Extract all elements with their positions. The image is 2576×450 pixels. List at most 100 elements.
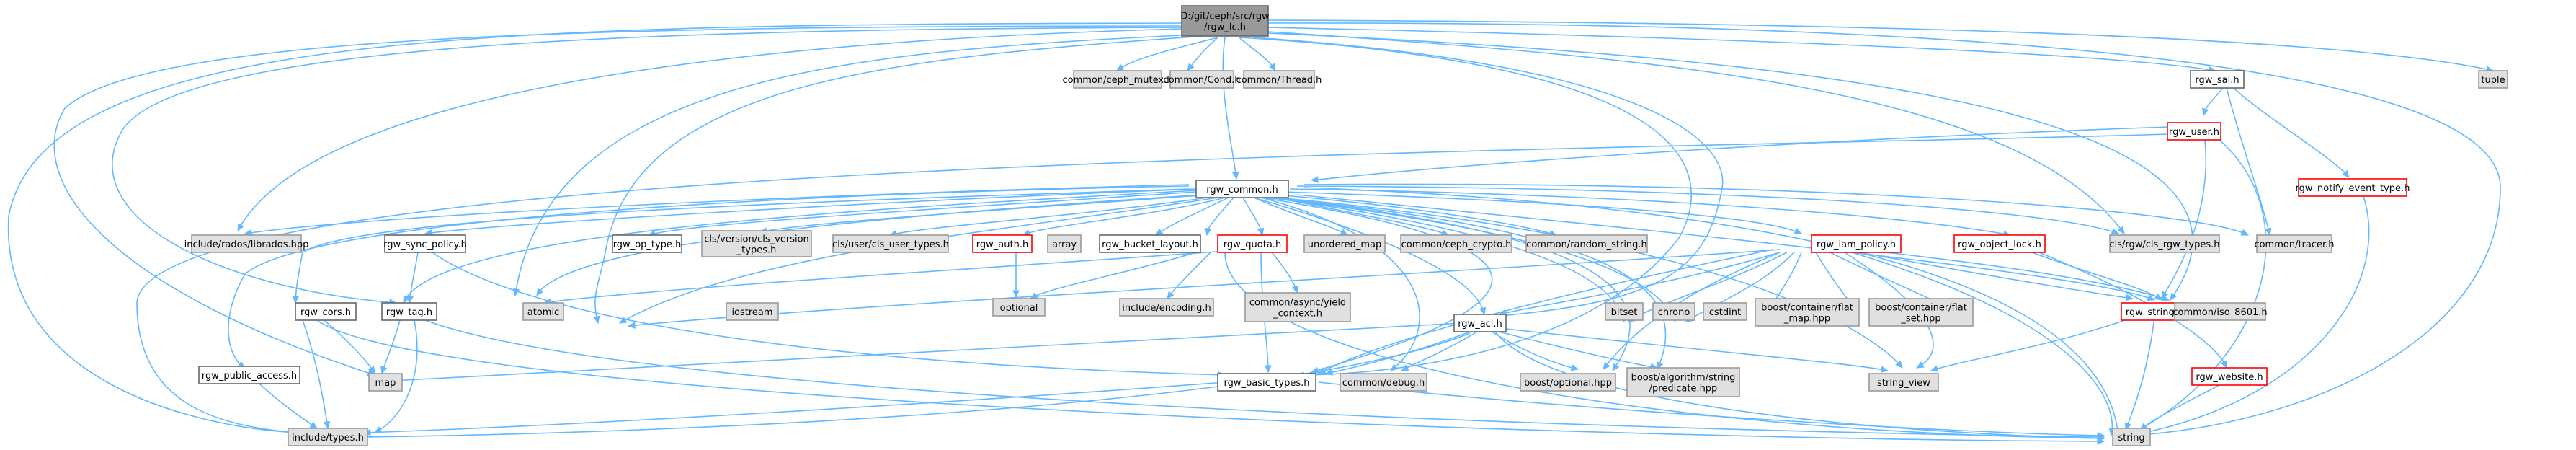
edge-arrowhead xyxy=(2147,294,2156,301)
node-label: cls/rgw/cls_rgw_types.h xyxy=(2109,239,2219,250)
edge-sync-tag xyxy=(406,252,419,304)
node-thread: common/Thread.h xyxy=(1236,70,1322,89)
node-optional: optional xyxy=(992,298,1046,317)
node-rgw-op-type[interactable]: rgw_op_type.h xyxy=(612,234,682,253)
node-label: boost/optional.hpp xyxy=(1524,378,1612,389)
edge-common-tracer xyxy=(1303,183,2250,236)
node-rgw-bucket-layout[interactable]: rgw_bucket_layout.h xyxy=(1099,234,1201,253)
node-label: /rgw_lc.h xyxy=(1204,22,1246,33)
node-include-types: include/types.h xyxy=(288,428,368,446)
edge-arrowhead xyxy=(1930,365,1939,372)
edge-arrowhead xyxy=(1603,361,1610,370)
edge-acl-debug xyxy=(1400,331,1478,371)
edge-arrowhead xyxy=(2202,107,2209,117)
node-label: rgw_public_access.h xyxy=(202,371,297,381)
edge-arrowhead xyxy=(2220,360,2227,369)
node-label: rgw_sal.h xyxy=(2195,75,2239,86)
node-string: string xyxy=(2112,428,2151,446)
node-label: common/async/yield xyxy=(1249,298,1346,309)
node-rgw-quota[interactable]: rgw_quota.h xyxy=(1217,234,1288,253)
node-label: cls/user/cls_user_types.h xyxy=(832,239,949,250)
node-rgw-iam-policy[interactable]: rgw_iam_policy.h xyxy=(1811,234,1902,253)
edge-iam-boost-optional xyxy=(1603,252,1781,370)
edge-arrowhead xyxy=(309,421,318,429)
node-map: map xyxy=(368,373,403,392)
edge-arrowhead xyxy=(1324,369,1334,376)
node-label: boost/container/flat xyxy=(1761,303,1853,314)
edge-arrowhead xyxy=(403,295,410,304)
edge-iam-iso xyxy=(1858,249,2170,301)
edge-basic-types xyxy=(362,381,1226,436)
node-label: common/Thread.h xyxy=(1236,75,1322,86)
edge-arrowhead xyxy=(1400,364,1409,371)
node-rgw-basic-types[interactable]: rgw_basic_types.h xyxy=(1217,373,1316,392)
edge-arrowhead xyxy=(2097,432,2105,439)
edge-root-types xyxy=(7,22,1190,436)
node-label: cls/version/cls_version xyxy=(704,234,809,245)
node-rgw-acl[interactable]: rgw_acl.h xyxy=(1453,314,1507,332)
edge-arrowhead xyxy=(406,296,414,304)
node-rgw-sal[interactable]: rgw_sal.h xyxy=(2190,70,2245,89)
node-array: array xyxy=(1047,234,1082,253)
edge-sal-notify xyxy=(2233,87,2350,178)
node-label: rgw_quota.h xyxy=(1224,239,1281,250)
node-label: common/iso_8601.h xyxy=(2172,307,2267,318)
edge-arrowhead xyxy=(1880,366,1889,373)
node-tracer: common/tracer.h xyxy=(2254,234,2335,253)
edge-arrowhead xyxy=(2111,228,2120,235)
node-boost-optional: boost/optional.hpp xyxy=(1520,373,1616,392)
node-cls-user: cls/user/cls_user_types.h xyxy=(832,234,949,253)
edge-user-string xyxy=(2128,139,2267,436)
node-label: _map.hpp xyxy=(1783,314,1830,325)
node-label: rgw_op_type.h xyxy=(613,239,682,250)
node-label: common/debug.h xyxy=(1342,378,1425,389)
edge-arrowhead xyxy=(2161,294,2170,301)
edge-arrowhead xyxy=(2240,229,2250,236)
node-common-debug: common/debug.h xyxy=(1340,373,1427,392)
edge-root-ceph-mutex xyxy=(1115,37,1218,71)
edge-arrowhead xyxy=(1022,229,1031,236)
node-rgw-sync-policy[interactable]: rgw_sync_policy.h xyxy=(383,234,467,253)
edge-quota-yield xyxy=(1271,252,1299,294)
node-rgw-public-access[interactable]: rgw_public_access.h xyxy=(198,366,300,384)
node-label: /predicate.hpp xyxy=(1649,384,1718,394)
edge-acl-basic xyxy=(1324,331,1471,376)
node-label: include/rados/librados.hpp xyxy=(184,239,309,250)
edge-arrowhead xyxy=(1340,229,1349,236)
node-rgw-website[interactable]: rgw_website.h xyxy=(2191,367,2268,386)
edge-root-thread xyxy=(1239,37,1276,72)
node-rgw-notify[interactable]: rgw_notify_event_type.h xyxy=(2296,178,2410,197)
node-rgw-tag[interactable]: rgw_tag.h xyxy=(381,302,437,321)
node-label: string xyxy=(2118,433,2144,444)
edge-root-librados xyxy=(237,28,1182,232)
node-rgw-object-lock[interactable]: rgw_object_lock.h xyxy=(1953,234,2046,253)
node-label: rgw_sync_policy.h xyxy=(383,239,467,250)
node-rgw-common[interactable]: rgw_common.h xyxy=(1195,180,1289,198)
node-label: unordered_map xyxy=(1308,239,1382,250)
node-label: boost/algorithm/string xyxy=(1631,373,1736,384)
edge-arrowhead xyxy=(1612,363,1620,372)
node-label: D:/git/ceph/src/rgw xyxy=(1180,12,1270,22)
edge-arrowhead xyxy=(1895,360,1903,369)
edge-arrowhead xyxy=(1115,63,1125,71)
node-rgw-cors[interactable]: rgw_cors.h xyxy=(295,302,357,321)
edge-quota-atomic xyxy=(543,249,1247,306)
node-root: D:/git/ceph/src/rgw/rgw_lc.h xyxy=(1180,5,1270,37)
edge-arrowhead xyxy=(1167,291,1175,299)
node-label: tuple xyxy=(2481,75,2505,86)
edge-common-boost-algorithm xyxy=(1267,197,1667,371)
edge-arrowhead xyxy=(1232,171,1239,180)
edge-cors-map xyxy=(324,319,375,375)
edge-arrowhead xyxy=(1265,365,1272,374)
edge-arrowhead xyxy=(2342,169,2350,178)
node-label: rgw_common.h xyxy=(1206,185,1278,195)
node-label: map xyxy=(375,378,396,389)
node-label: boost/container/flat xyxy=(1875,303,1967,314)
node-rgw-auth[interactable]: rgw_auth.h xyxy=(972,234,1033,253)
nodes: D:/git/ceph/src/rgw/rgw_lc.h common/ceph… xyxy=(184,5,2508,446)
edge-arrowhead xyxy=(1268,63,1276,72)
node-rgw-user[interactable]: rgw_user.h xyxy=(2167,122,2221,141)
node-label: bitset xyxy=(1611,307,1638,318)
edge-acl-boost-algorithm xyxy=(1498,331,1659,371)
node-atomic: atomic xyxy=(522,302,564,321)
